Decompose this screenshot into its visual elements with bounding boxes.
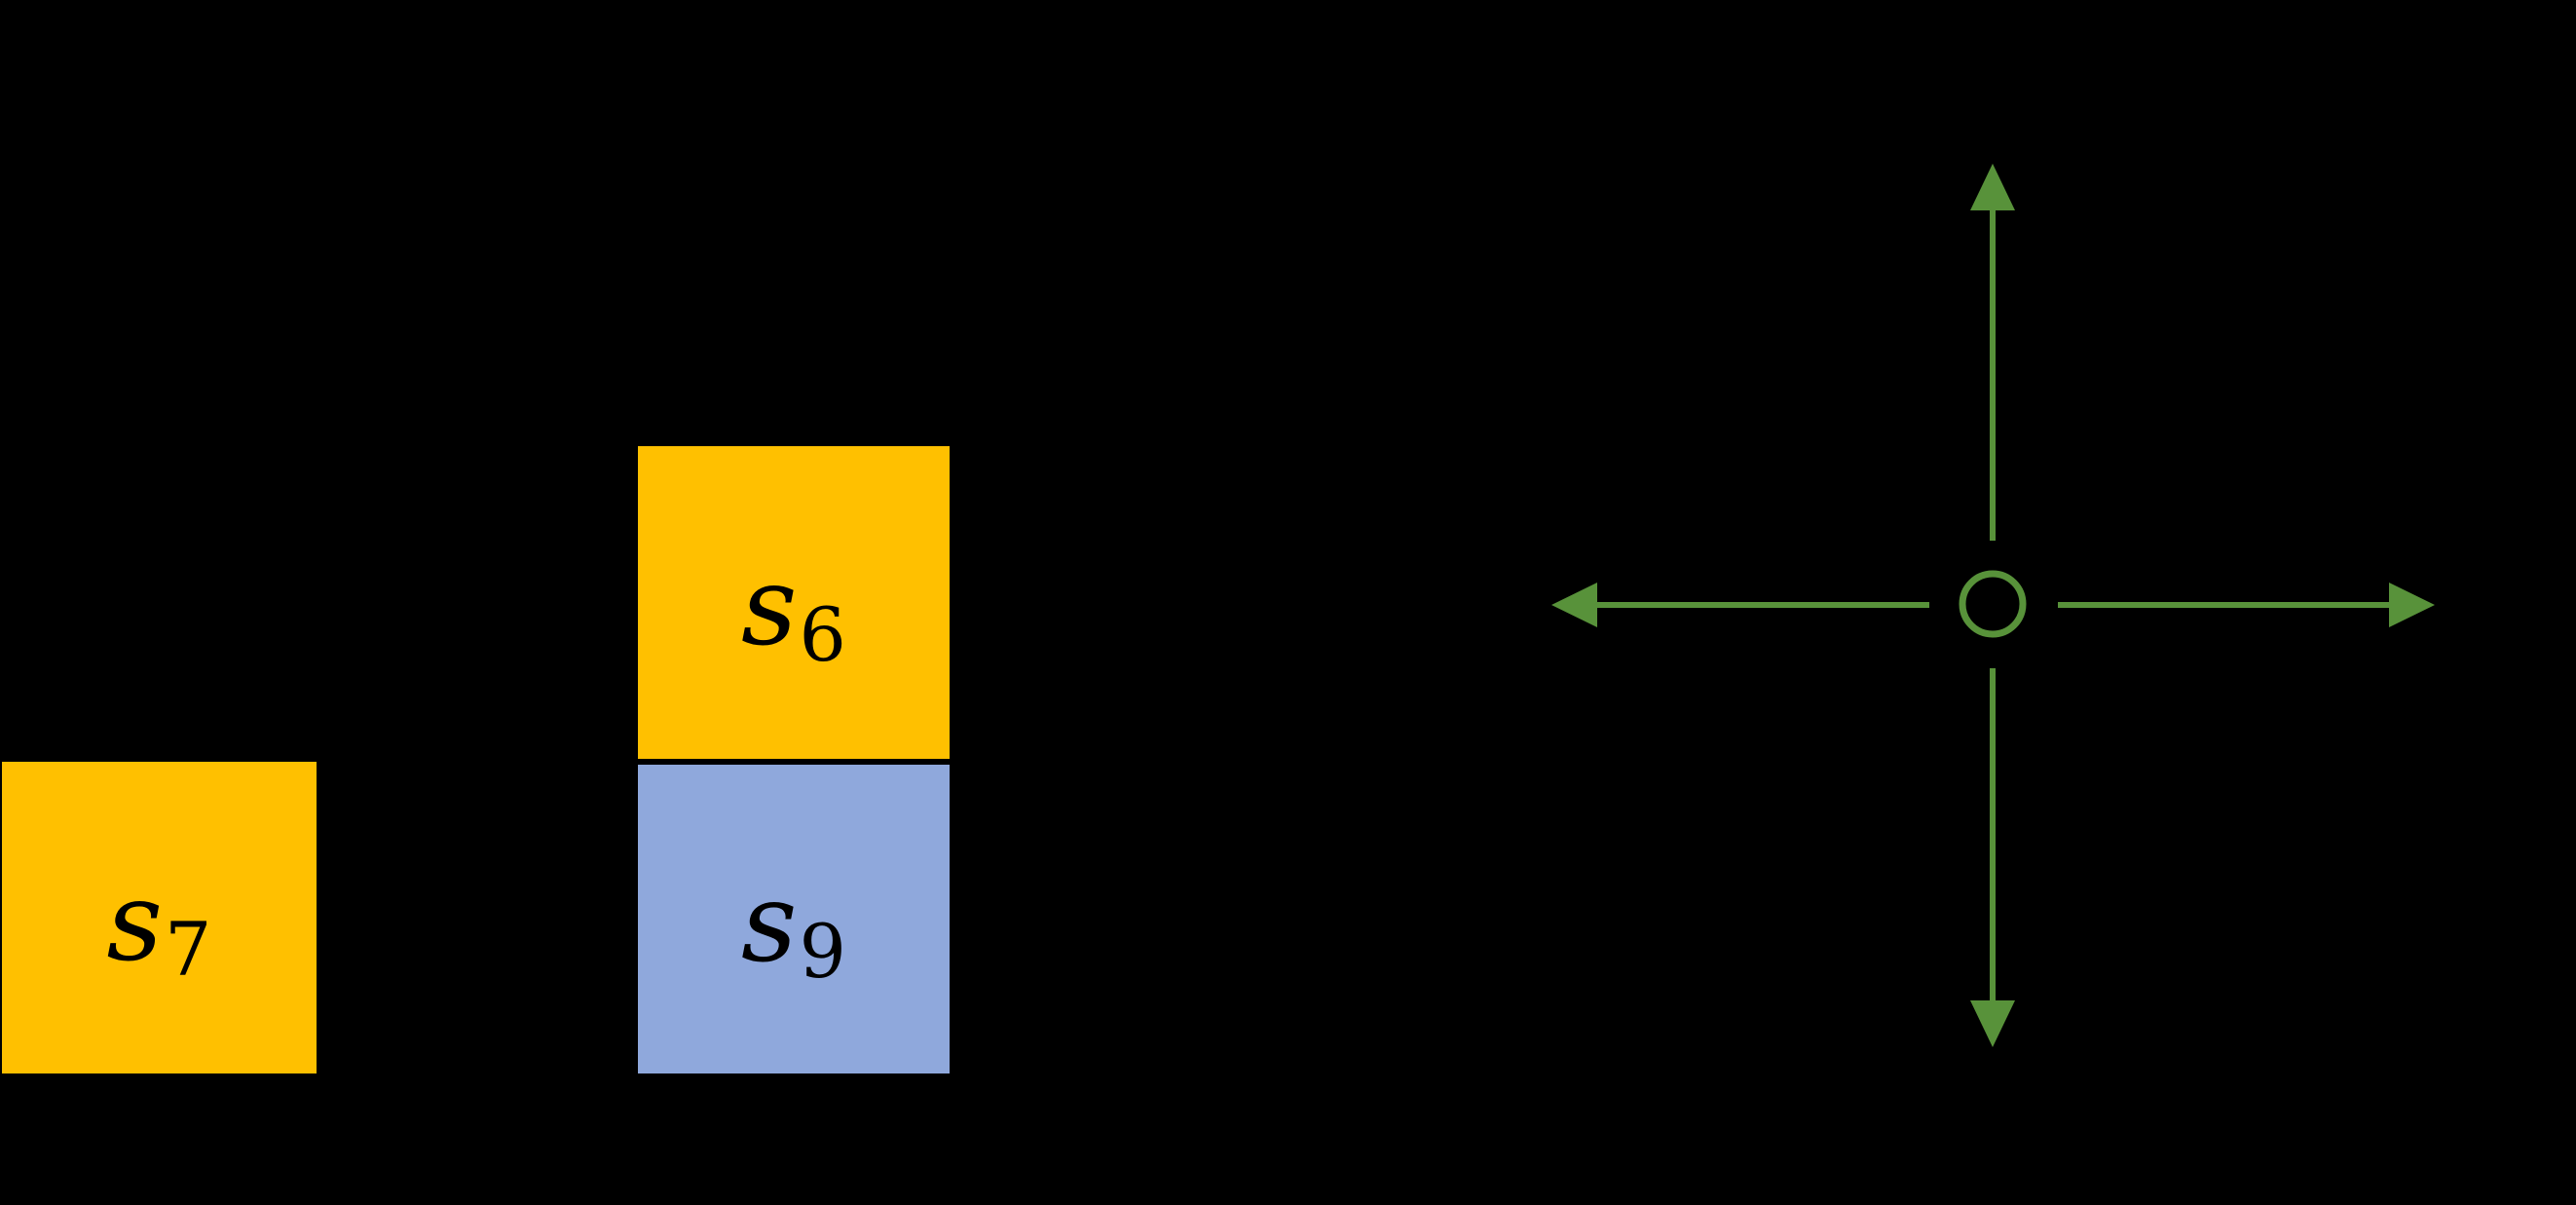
arrowhead-right-icon <box>2389 583 2435 627</box>
joint-circle-icon <box>1959 570 2027 638</box>
block-s6-subscript: 6 <box>799 590 846 678</box>
arrowhead-down-icon <box>1970 1000 2015 1047</box>
arrowhead-left-icon <box>1551 583 1597 627</box>
block-s7-subscript: 7 <box>165 906 212 994</box>
block-s9-label: s9 <box>741 860 846 995</box>
block-s6-label: s6 <box>741 544 846 678</box>
block-s9-subscript: 9 <box>799 907 846 995</box>
block-s7-label: s7 <box>106 858 212 994</box>
block-s7: s7 <box>2 762 317 1073</box>
block-s9: s9 <box>638 765 950 1073</box>
block-s6: s6 <box>638 446 950 759</box>
arrowhead-up-icon <box>1970 164 2015 210</box>
